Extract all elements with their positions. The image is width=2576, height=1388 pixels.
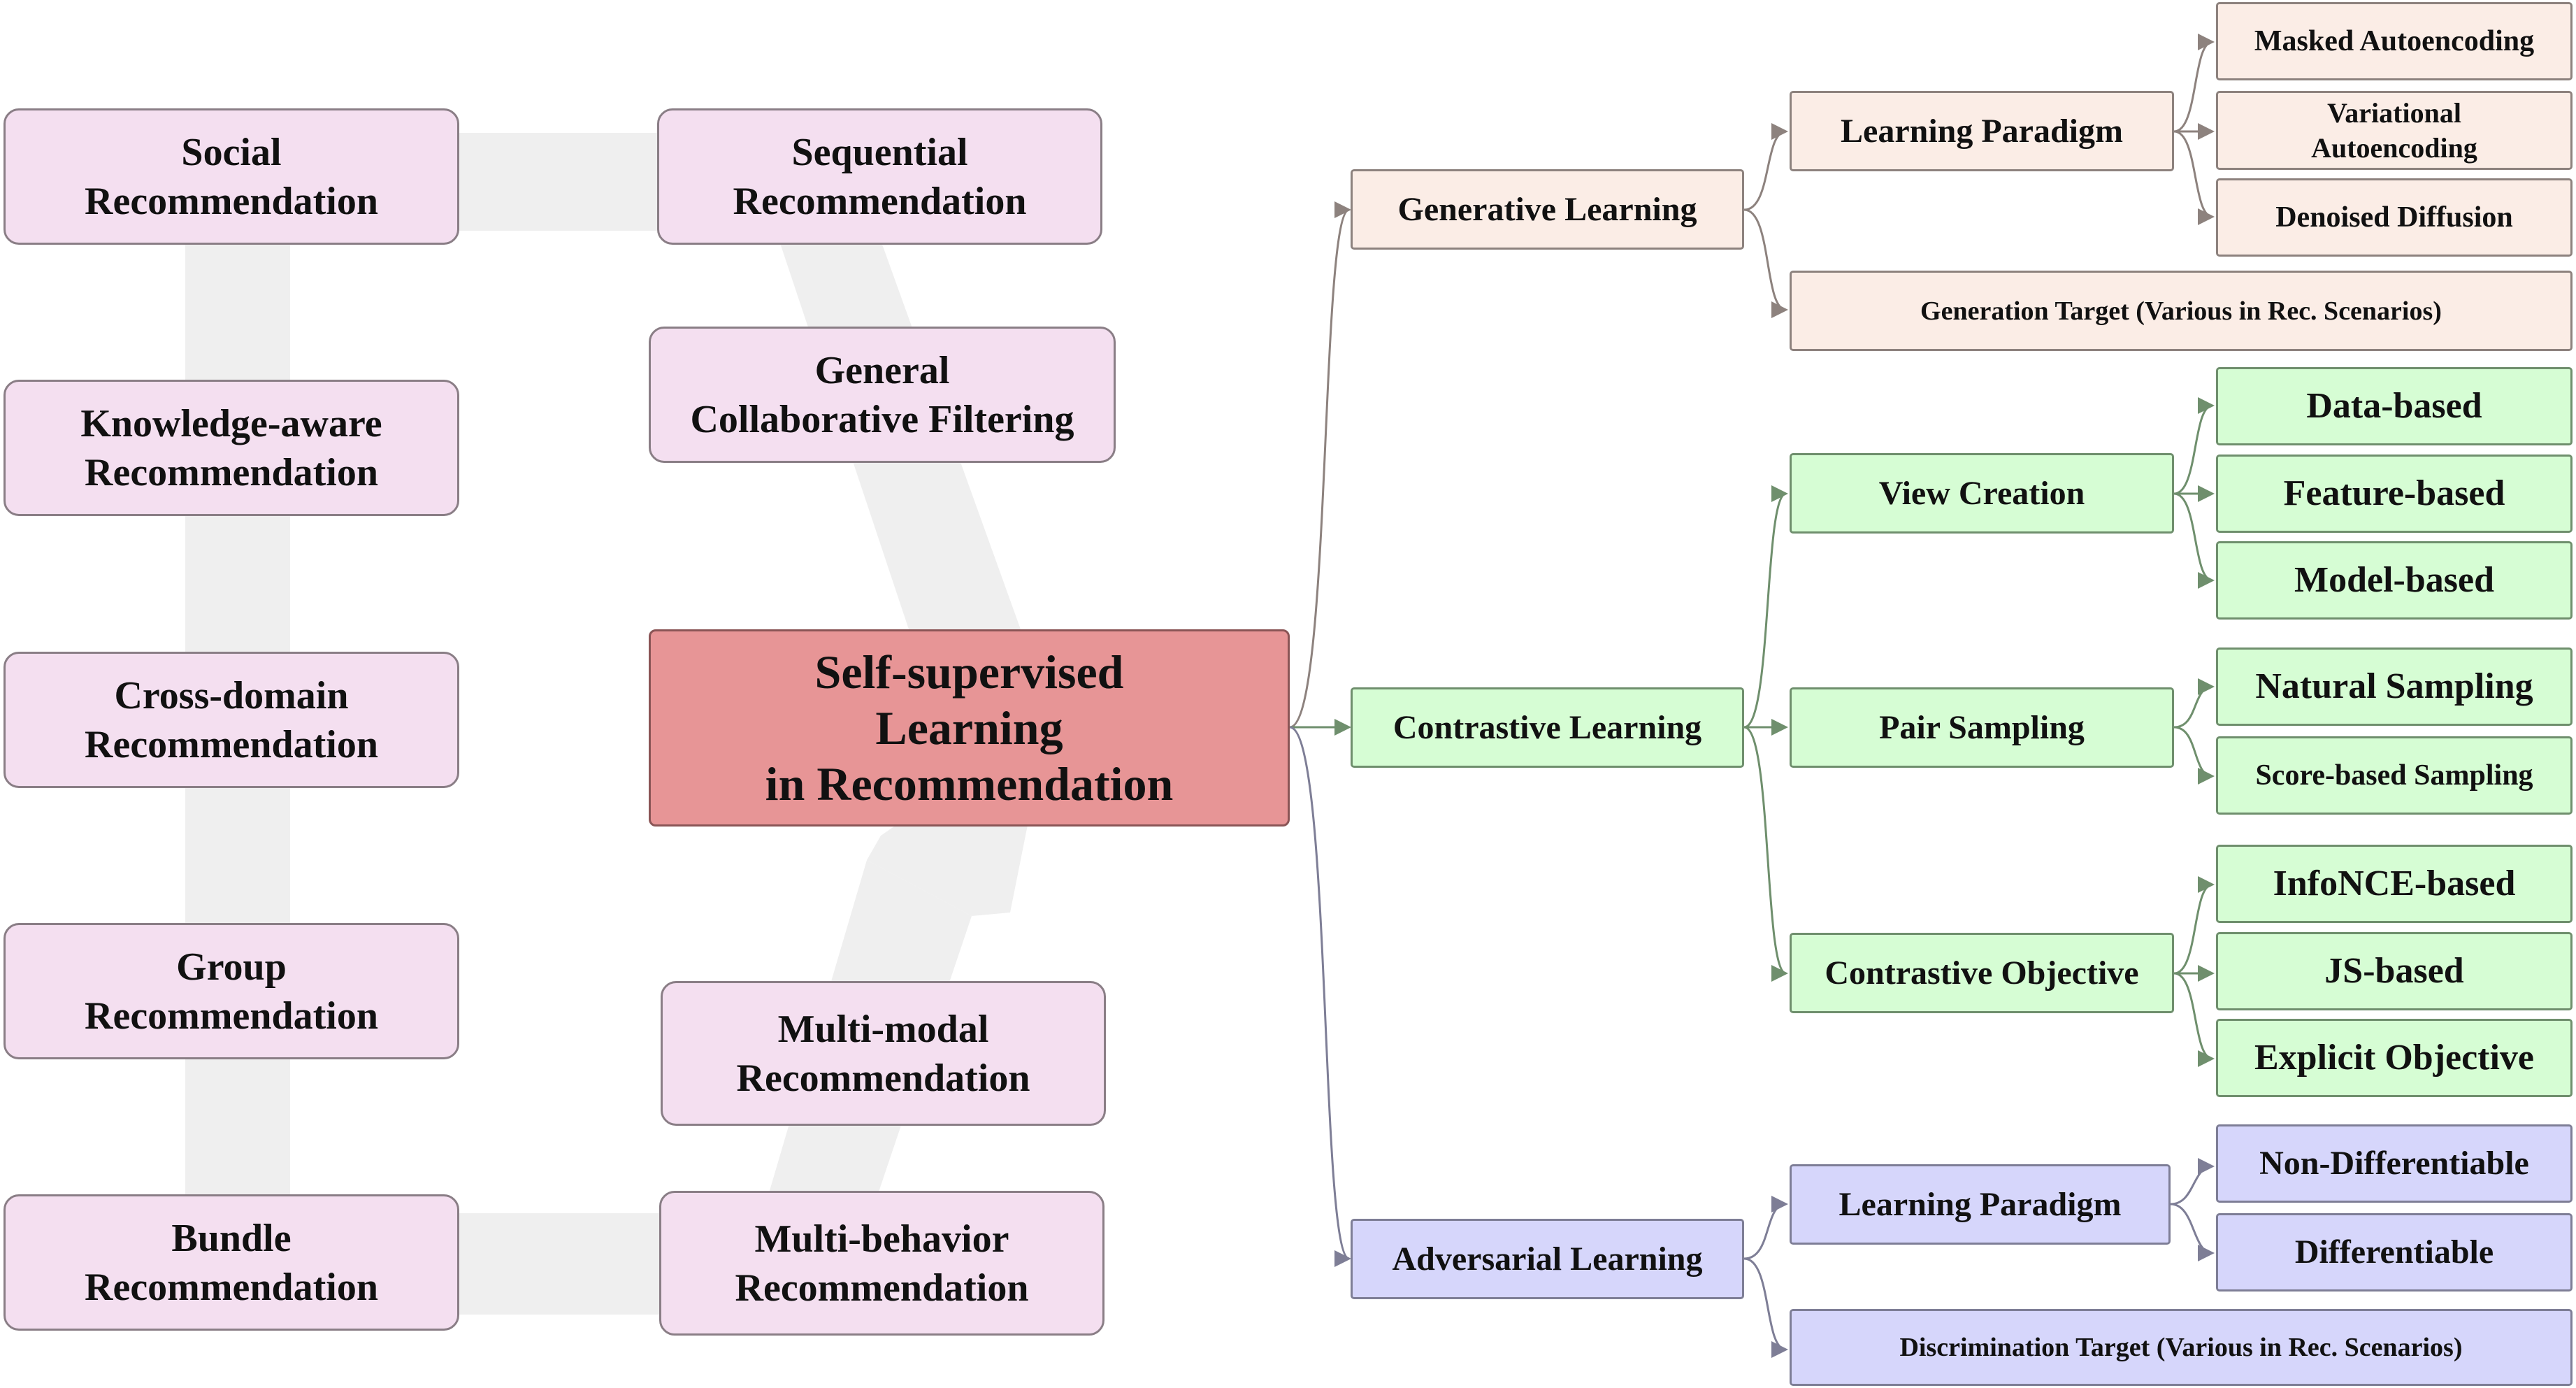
- adversarial-learning-node: Adversarial Learning: [1351, 1219, 1744, 1299]
- generation-target-node: Generation Target (Various in Rec. Scena…: [1790, 271, 2573, 351]
- generative-connectors: [1743, 34, 2215, 318]
- variational-autoencoding-node: Variational Autoencoding: [2216, 91, 2573, 170]
- connector-root-adversarial: [1289, 726, 1351, 1267]
- scenario-social-recommendation: Social Recommendation: [3, 108, 459, 245]
- connector-con-data: [2173, 397, 2215, 495]
- infonce-based-node: InfoNCE-based: [2216, 845, 2573, 923]
- connector-con-objective: [1743, 726, 1788, 982]
- connector-adv-diff: [2170, 1203, 2215, 1261]
- connector-gen-paradigm: [1743, 123, 1788, 211]
- non-differentiable-node: Non-Differentiable: [2216, 1124, 2573, 1203]
- connector-gen-diffusion: [2173, 130, 2215, 225]
- model-based-node: Model-based: [2216, 541, 2573, 620]
- discrimination-target-node: Discrimination Target (Various in Rec. S…: [1790, 1309, 2573, 1386]
- scenario-knowledge-aware-recommendation: Knowledge-aware Recommendation: [3, 380, 459, 516]
- js-based-node: JS-based: [2216, 932, 2573, 1010]
- contrastive-learning-node: Contrastive Learning: [1351, 687, 1744, 768]
- connector-adv-paradigm: [1743, 1196, 1788, 1260]
- scenario-group-recommendation: Group Recommendation: [3, 923, 459, 1059]
- generative-learning-paradigm-node: Learning Paradigm: [1790, 91, 2174, 171]
- scenario-general-collaborative-filtering: General Collaborative Filtering: [649, 327, 1116, 463]
- root-self-supervised-learning: Self-supervised Learning in Recommendati…: [649, 629, 1290, 827]
- explicit-objective-node: Explicit Objective: [2216, 1019, 2573, 1097]
- contrastive-objective-node: Contrastive Objective: [1790, 933, 2174, 1013]
- natural-sampling-node: Natural Sampling: [2216, 648, 2573, 726]
- connector-gen-masked: [2173, 34, 2215, 133]
- connector-gen-target: [1743, 208, 1788, 318]
- connector-con-model: [2173, 492, 2215, 589]
- pair-sampling-node: Pair Sampling: [1790, 687, 2174, 768]
- connector-root-generative: [1289, 201, 1351, 729]
- generative-learning-node: Generative Learning: [1351, 169, 1744, 250]
- data-based-node: Data-based: [2216, 367, 2573, 445]
- connector-con-score: [2173, 726, 2215, 785]
- scenario-cross-domain-recommendation: Cross-domain Recommendation: [3, 652, 459, 788]
- score-based-sampling-node: Score-based Sampling: [2216, 736, 2573, 815]
- masked-autoencoding-node: Masked Autoencoding: [2216, 2, 2573, 80]
- denoised-diffusion-node: Denoised Diffusion: [2216, 178, 2573, 257]
- differentiable-node: Differentiable: [2216, 1213, 2573, 1292]
- scenario-sequential-recommendation: Sequential Recommendation: [657, 108, 1102, 245]
- connector-con-infonce: [2173, 876, 2215, 975]
- root-connectors: [1289, 201, 1351, 1267]
- connector-con-natural: [2173, 678, 2215, 729]
- adversarial-learning-paradigm-node: Learning Paradigm: [1790, 1164, 2171, 1245]
- view-creation-node: View Creation: [1790, 453, 2174, 534]
- connector-con-explicit: [2173, 972, 2215, 1067]
- scenario-bundle-recommendation: Bundle Recommendation: [3, 1194, 459, 1331]
- feature-based-node: Feature-based: [2216, 455, 2573, 533]
- connector-con-view: [1743, 485, 1788, 729]
- connector-adv-non-diff: [2170, 1158, 2215, 1205]
- connector-adv-target: [1743, 1257, 1788, 1358]
- contrastive-connectors: [1743, 397, 2215, 1067]
- scenario-multi-modal-recommendation: Multi-modal Recommendation: [661, 981, 1106, 1126]
- adversarial-connectors: [1743, 1158, 2215, 1358]
- scenario-multi-behavior-recommendation: Multi-behavior Recommendation: [659, 1191, 1104, 1336]
